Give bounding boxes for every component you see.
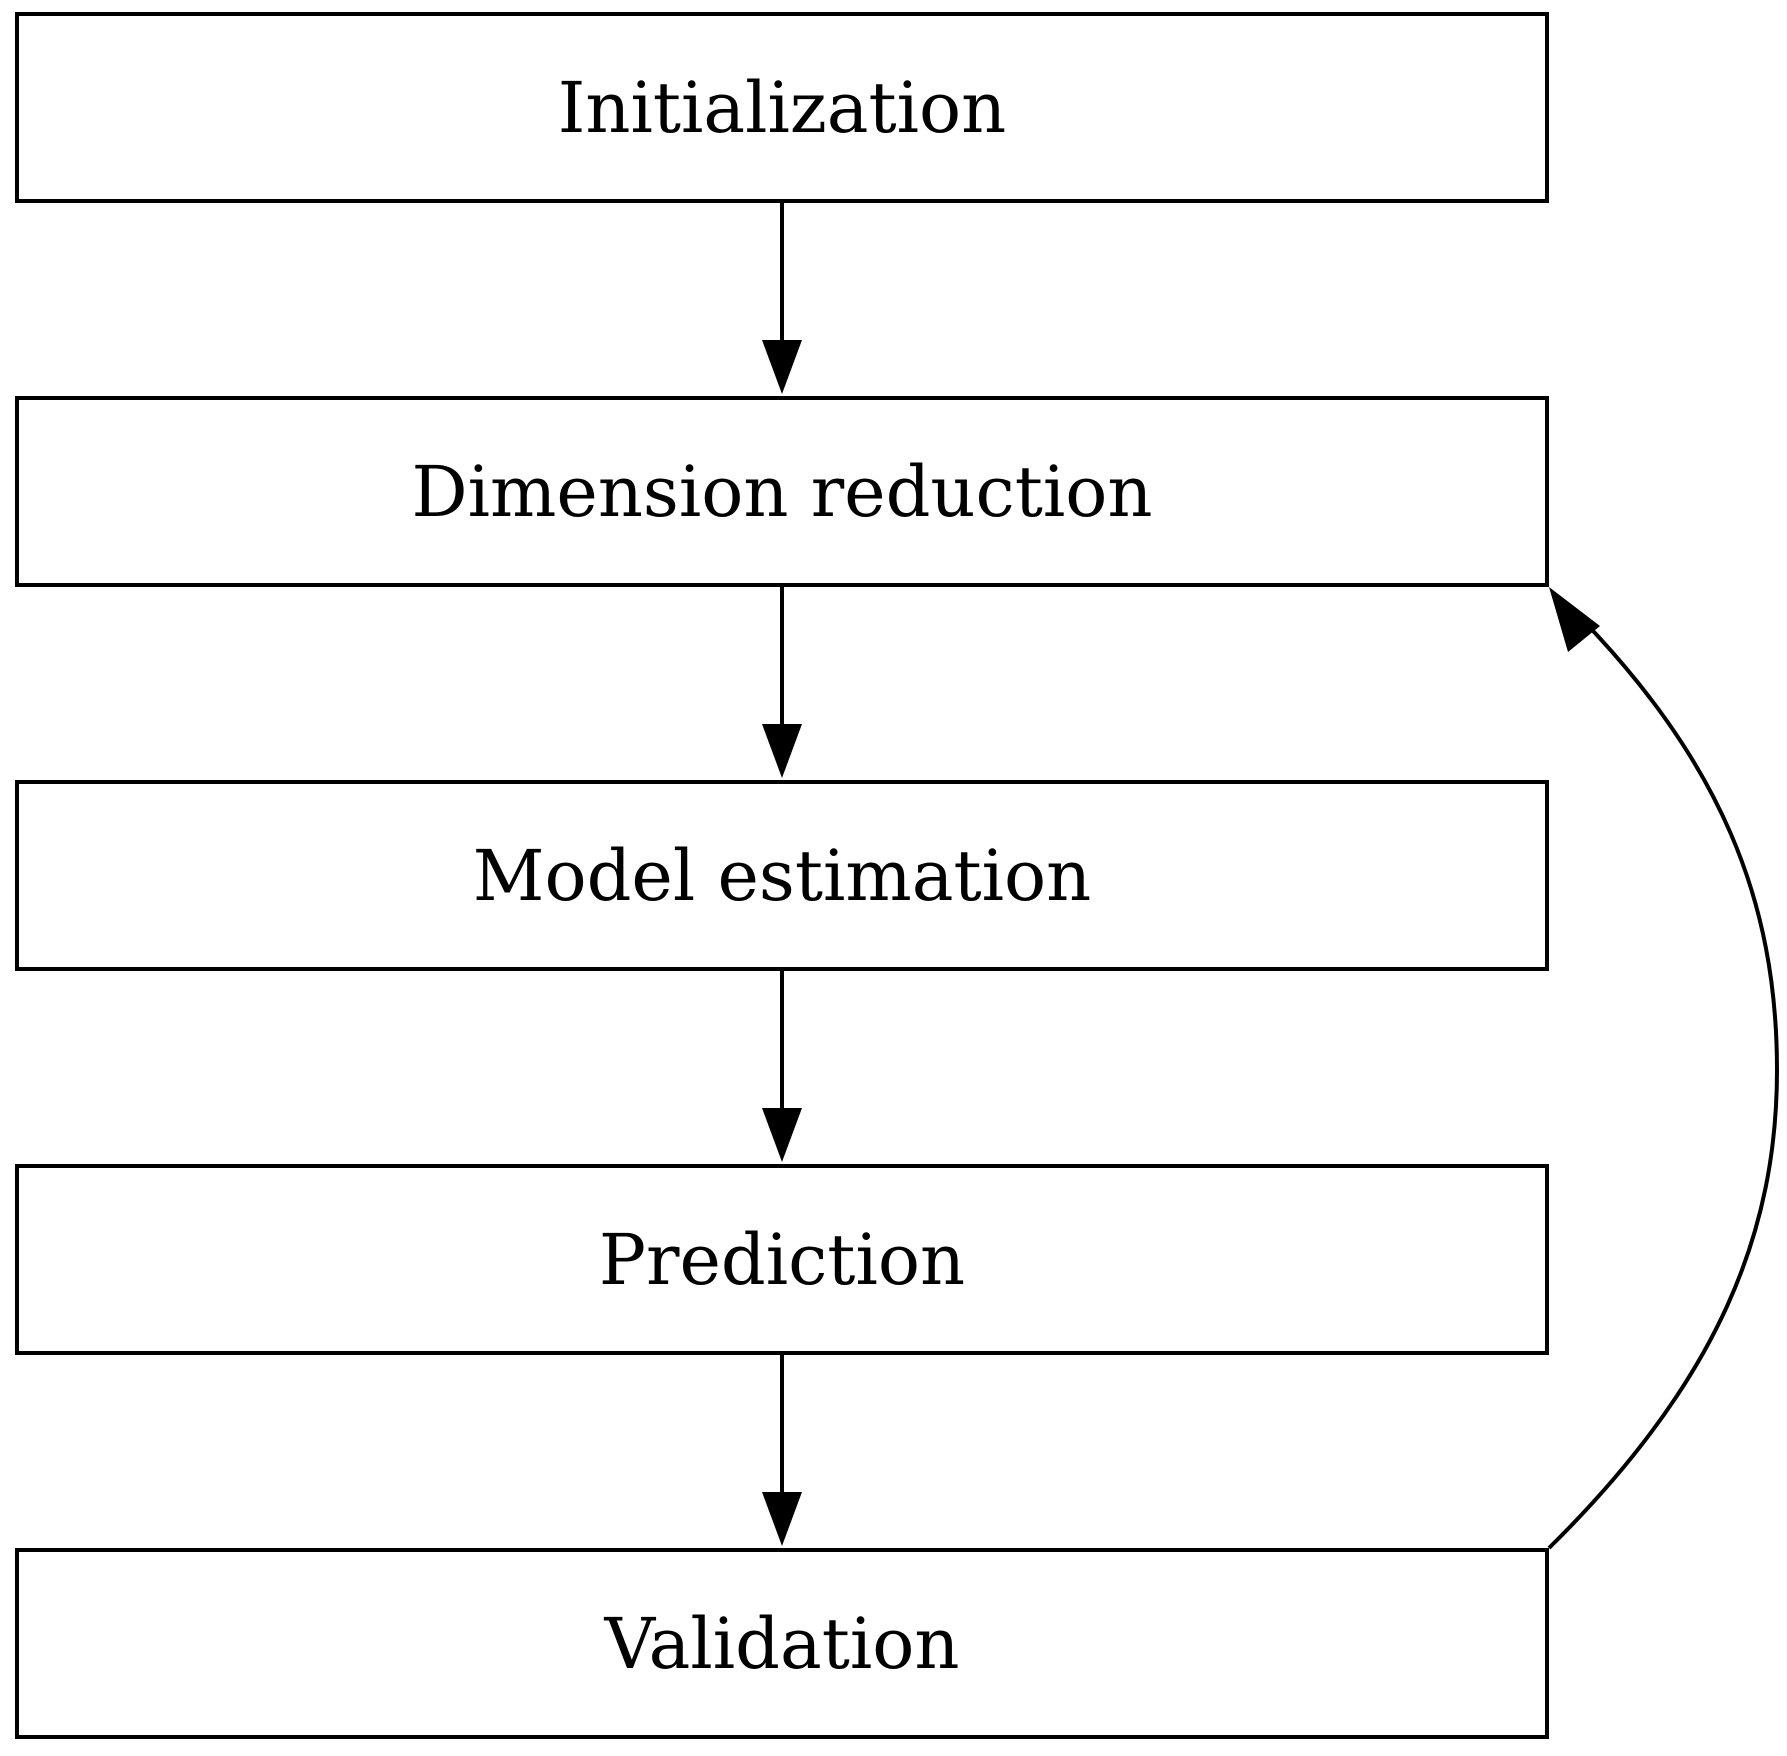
step-label-model-estimation: Model estimation xyxy=(472,834,1092,917)
step-prediction: Prediction xyxy=(15,1164,1549,1355)
step-initialization: Initialization xyxy=(15,12,1549,203)
arrow-initialization-to-dimension-reduction xyxy=(762,203,802,394)
arrow-model-estimation-to-prediction xyxy=(762,971,802,1162)
step-model-estimation: Model estimation xyxy=(15,780,1549,971)
arrow-dimension-reduction-to-model-estimation xyxy=(762,587,802,778)
step-label-prediction: Prediction xyxy=(598,1218,966,1301)
step-label-initialization: Initialization xyxy=(557,66,1007,149)
arrow-prediction-to-validation xyxy=(762,1355,802,1546)
feedback-arrow-validation-to-dimension-reduction xyxy=(1547,587,1780,1550)
step-label-dimension-reduction: Dimension reduction xyxy=(411,450,1153,533)
step-label-validation: Validation xyxy=(604,1602,960,1685)
step-dimension-reduction: Dimension reduction xyxy=(15,396,1549,587)
step-validation: Validation xyxy=(15,1548,1549,1739)
